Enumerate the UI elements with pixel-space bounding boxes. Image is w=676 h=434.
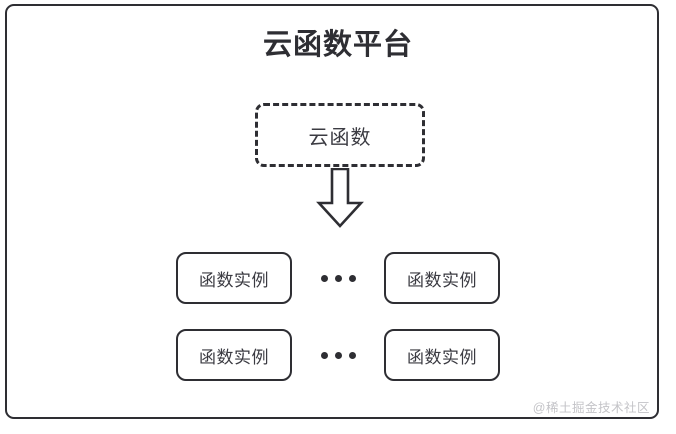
function-instance-label: 函数实例 <box>199 347 269 367</box>
ellipsis-dot-icon <box>348 274 356 282</box>
down-block-arrow <box>316 167 364 228</box>
ellipsis-indicator <box>292 252 384 304</box>
ellipsis-dot-icon <box>320 274 328 282</box>
cloud-function-node-label: 云函数 <box>308 126 372 149</box>
function-instance-box: 函数实例 <box>176 329 292 381</box>
cloud-function-node: 云函数 <box>255 103 425 167</box>
ellipsis-dot-icon <box>320 351 328 359</box>
function-instance-label: 函数实例 <box>407 347 477 367</box>
function-instance-label: 函数实例 <box>199 270 269 290</box>
instance-row-1: 函数实例 函数实例 <box>0 252 676 304</box>
page-title: 云函数平台 <box>262 29 413 61</box>
down-block-arrow-icon <box>316 167 364 228</box>
watermark: @稀土掘金技术社区 <box>532 401 650 415</box>
instance-row-2: 函数实例 函数实例 <box>0 329 676 381</box>
ellipsis-indicator <box>292 329 384 381</box>
ellipsis-dot-icon <box>348 351 356 359</box>
ellipsis-dot-icon <box>334 274 342 282</box>
function-instance-box: 函数实例 <box>176 252 292 304</box>
function-instance-box: 函数实例 <box>384 252 500 304</box>
ellipsis-dot-icon <box>334 351 342 359</box>
function-instance-label: 函数实例 <box>407 270 477 290</box>
function-instance-box: 函数实例 <box>384 329 500 381</box>
